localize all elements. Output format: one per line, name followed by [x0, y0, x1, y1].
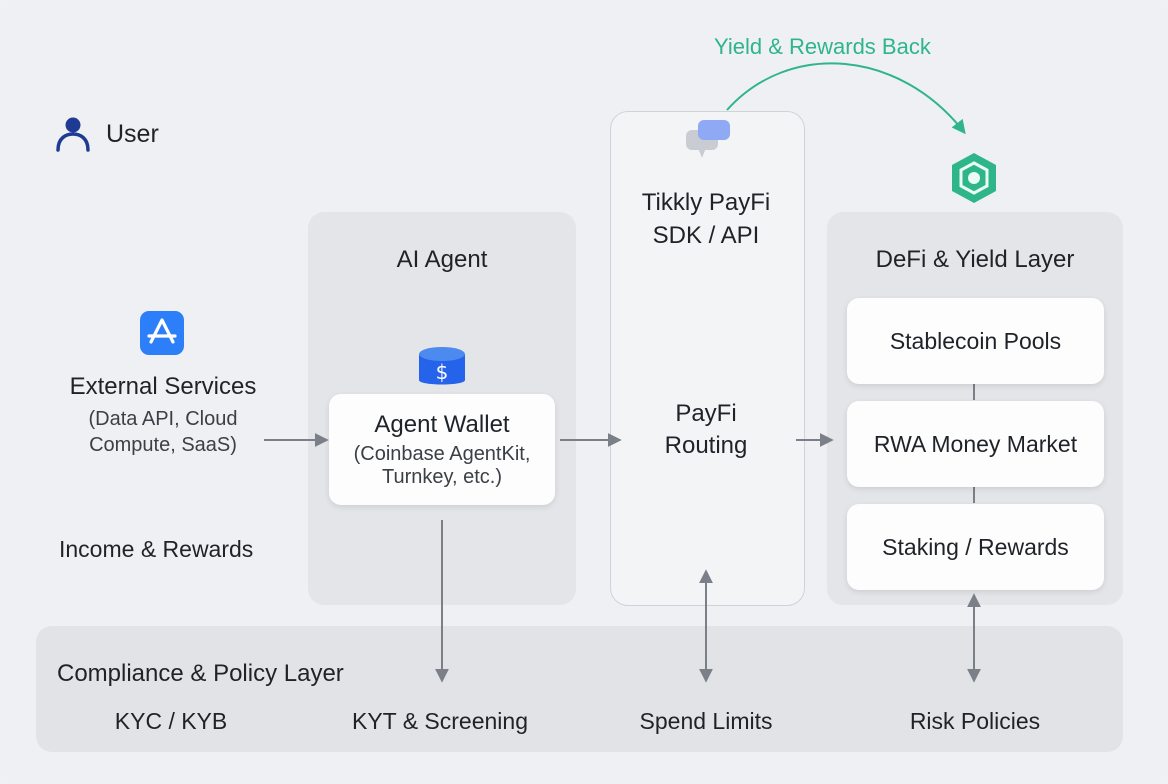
compliance-item-spend-limits: Spend Limits	[639, 708, 773, 734]
staking-rewards-card[interactable]: Staking / Rewards	[847, 504, 1104, 590]
yield-rewards-back-label: Yield & Rewards Back	[714, 34, 931, 59]
rwa-money-market-card[interactable]: RWA Money Market	[847, 401, 1104, 487]
defi-logo-icon	[952, 153, 996, 203]
sdk-panel	[610, 111, 805, 606]
agent-wallet-title: Agent Wallet	[374, 410, 510, 438]
ai-agent-title: AI Agent	[396, 246, 488, 273]
agent-wallet-sub-1: (Coinbase AgentKit,	[353, 442, 531, 465]
defi-title: DeFi & Yield Layer	[875, 246, 1075, 273]
user-icon	[56, 117, 90, 152]
income-rewards-label: Income & Rewards	[59, 536, 254, 562]
sdk-title-2: SDK / API	[652, 222, 760, 249]
compliance-panel	[36, 626, 1123, 752]
stablecoin-pools-card[interactable]: Stablecoin Pools	[847, 298, 1104, 384]
compliance-item-kyt: KYT & Screening	[351, 708, 529, 734]
staking-rewards-label: Staking / Rewards	[882, 533, 1069, 560]
external-services-subtitle-1: (Data API, Cloud	[88, 408, 238, 430]
svg-text:$: $	[436, 360, 449, 384]
user-label: User	[106, 120, 159, 148]
compliance-title: Compliance & Policy Layer	[57, 660, 344, 687]
chat-bubbles-icon	[686, 120, 730, 158]
payfi-routing-2: Routing	[664, 432, 748, 459]
payfi-routing-1: PayFi	[675, 400, 737, 427]
app-store-icon	[140, 311, 184, 355]
compliance-item-kyc: KYC / KYB	[114, 708, 228, 734]
rwa-money-market-label: RWA Money Market	[873, 430, 1078, 457]
agent-wallet-sub-2: Turnkey, etc.)	[381, 465, 503, 488]
external-services-subtitle-2: Compute, SaaS)	[89, 434, 237, 456]
agent-wallet-card[interactable]: Agent Wallet (Coinbase AgentKit, Turnkey…	[329, 394, 555, 505]
compliance-item-risk-policies: Risk Policies	[909, 708, 1041, 734]
sdk-title-1: Tikkly PayFi	[641, 189, 771, 216]
external-services-title: External Services	[69, 373, 257, 400]
wallet-coin-icon: $	[419, 347, 465, 385]
stablecoin-pools-label: Stablecoin Pools	[889, 327, 1062, 354]
arrow-yield-back	[726, 62, 966, 135]
